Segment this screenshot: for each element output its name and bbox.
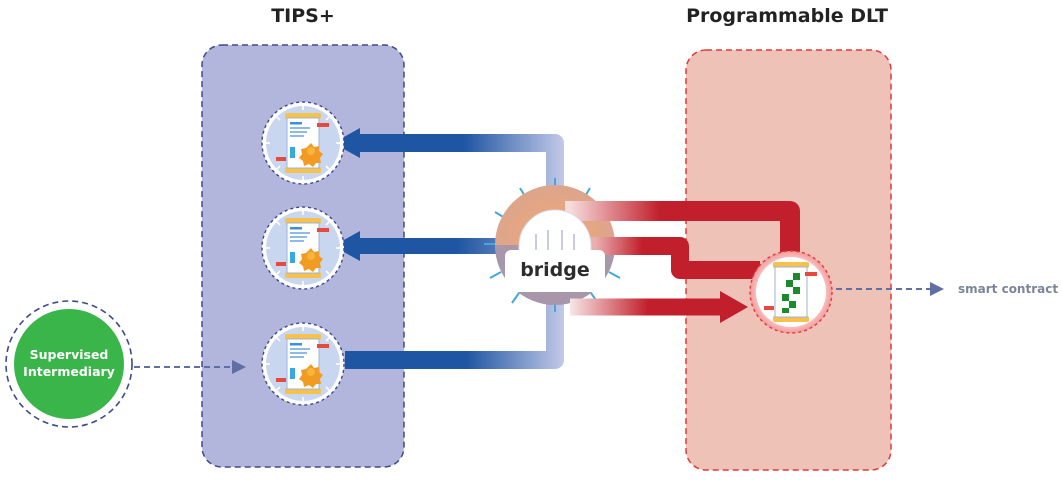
red-flow-mid [590,237,760,279]
intermediary-label-line1: Supervised [30,347,109,362]
dlt-node-qr-document-icon [749,250,833,334]
tips-zone-title: TIPS+ [271,5,335,27]
tips-node-2-document-badge-icon [261,206,345,290]
smart-contract-arrowhead [930,282,944,296]
blue-flow-bottom [345,300,564,369]
smart-contract-label: smart contract [958,282,1058,296]
red-flows [565,201,800,323]
red-arrowhead-bottom [720,291,748,323]
blue-arrowhead-top [333,128,360,158]
tips-node-3-document-badge-icon [261,322,345,406]
supervised-intermediary-node [14,309,124,419]
red-flow-top [565,201,800,255]
intermediary-label-line2: Intermediary [23,364,115,379]
tips-node-1-document-badge-icon [261,101,345,185]
intermediary-dashed-ring [5,300,133,428]
intermediary-arrowhead [232,360,246,374]
blue-arrowhead-mid [333,231,360,261]
dlt-zone-title: Programmable DLT [686,5,888,27]
bridge-label-box [505,250,605,288]
bridge-label: bridge [520,259,590,281]
